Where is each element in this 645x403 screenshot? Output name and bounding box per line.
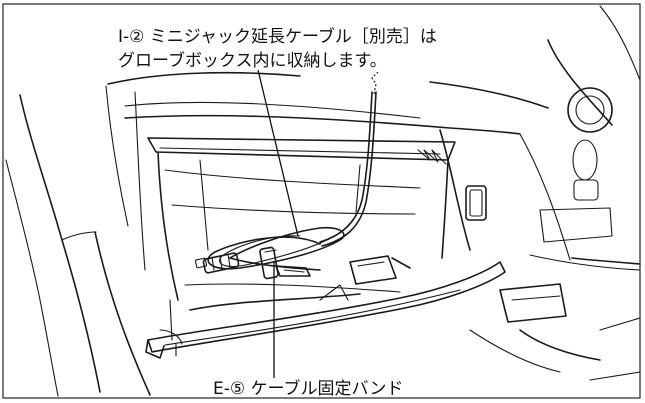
leader-line-cable — [257, 69, 299, 237]
annotation-top-line-1: Ⅰ-② ミニジャック延長ケーブル［別売］は — [118, 26, 437, 47]
annotation-bottom: E-⑤ ケーブル固定バンド — [213, 378, 403, 399]
figure-frame — [2, 3, 641, 399]
glove-box — [145, 137, 506, 359]
mini-jack-extension-cable — [194, 71, 379, 274]
cable-fixing-band — [259, 246, 311, 280]
annotation-top-line-2: グローブボックス内に収納します。 — [118, 50, 387, 71]
